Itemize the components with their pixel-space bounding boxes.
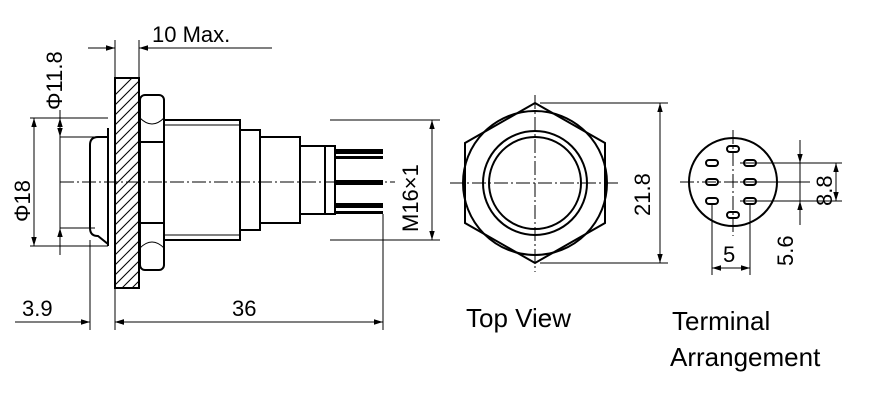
dim-pin-spacing-x: 5 [723, 242, 735, 267]
dim-panel-thickness: 10 Max. [152, 22, 230, 47]
terminal-arrangement: 5.6 8.8 5 Terminal Arrangement [670, 130, 842, 372]
switch-housing [239, 129, 336, 231]
top-view: 21.8 Top View [450, 95, 668, 333]
dim-cutout-diameter: Φ11.8 [42, 51, 67, 110]
dim-thread: M16×1 [398, 164, 423, 232]
dim-pin-spacing-y: 5.6 [773, 235, 798, 266]
caption-arrangement: Arrangement [670, 342, 821, 372]
dim-bezel-height: 3.9 [22, 296, 53, 321]
caption-top-view: Top View [466, 303, 571, 333]
side-view: 10 Max. Φ11.8 Φ18 M16×1 3.9 36 [10, 22, 440, 330]
dim-pin-spacing-total: 8.8 [812, 175, 837, 206]
dim-hex-flats: 21.8 [630, 173, 655, 216]
caption-terminal: Terminal [672, 306, 770, 336]
dim-bezel-diameter: Φ18 [10, 180, 35, 222]
threaded-body [163, 119, 241, 241]
dim-body-length: 36 [232, 296, 256, 321]
